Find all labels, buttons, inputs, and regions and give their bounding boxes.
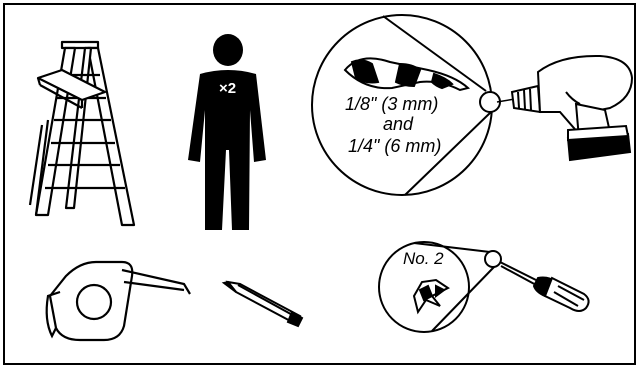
drill-bit-and-label: and [383,115,413,133]
screwdriver-size-label: No. 2 [403,250,444,267]
pencil-icon [224,282,302,326]
person-count-label: ×2 [219,80,236,97]
drill-bit-size-1-label: 1/8" (3 mm) [345,95,438,113]
screwdriver-icon [500,262,589,311]
tape-measure-icon [47,262,190,340]
drill-icon [497,56,632,160]
ladder-icon [30,42,134,225]
person-icon [188,34,266,230]
drill-bit-size-2-label: 1/4" (6 mm) [348,137,441,155]
